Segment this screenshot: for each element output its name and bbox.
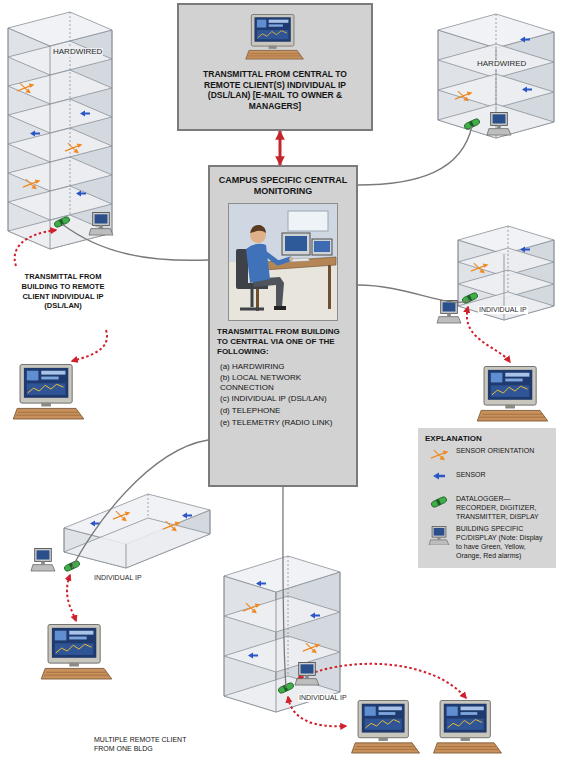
legend-text: DATALOGGER— RECORDER, DIGITIZER, TRANSMI… [456, 495, 548, 521]
box-text: TRANSMITTAL FROM CENTRAL TO REMOTE CLIEN… [187, 69, 363, 112]
building-label: HARDWIRED [52, 48, 103, 57]
list-item: (c) INDIVIDUAL IP (DSL/LAN) [217, 394, 349, 404]
label-holder: TRANSMITTAL FROM BUILDING TO REMOTE CLIE… [12, 272, 114, 311]
building-label: INDIVIDUAL IP [93, 574, 143, 582]
legend-symbol [433, 473, 445, 480]
legend-sample [425, 495, 453, 515]
legend-symbol [430, 496, 447, 508]
building-outline: HARDWIRED [4, 8, 116, 224]
building-outline: INDIVIDUAL IP [456, 222, 556, 300]
legend-sample [425, 525, 453, 545]
building-outline: HARDWIRED [436, 8, 556, 126]
process-box: TRANSMITTAL FROM CENTRAL TO REMOTE CLIEN… [177, 3, 373, 131]
operator-picture [228, 203, 338, 321]
legend-row: BUILDING SPECIFIC PC/DISPLAY (Note: Disp… [425, 525, 550, 560]
datalogger-symbol [53, 118, 480, 694]
connector-line [72, 440, 208, 568]
building-label: INDIVIDUAL IP [478, 306, 528, 314]
list-item: (e) TELEMETRY (RADIO LINK) [217, 418, 349, 428]
legend-text: BUILDING SPECIFIC PC/DISPLAY (Note: Disp… [456, 525, 548, 560]
legend-row: SENSOR [425, 471, 550, 491]
legend-symbol [429, 527, 449, 546]
legend-title: EXPLANATION [425, 434, 550, 443]
connector-line [62, 224, 208, 260]
callout-text: TRANSMITTAL FROM BUILDING TO REMOTE CLIE… [12, 272, 114, 311]
legend-text: SENSOR [456, 471, 548, 480]
label-holder: MULTIPLE REMOTE CLIENT FROM ONE BLDG [94, 736, 206, 754]
box-title: CAMPUS SPECIFIC CENTRAL MONITORING [217, 175, 349, 197]
legend-sample [425, 471, 453, 491]
legend-text: SENSOR ORIENTATION [456, 447, 548, 456]
building-label: HARDWIRED [476, 60, 527, 69]
legend-box: EXPLANATION SENSOR ORIENTATION SENSOR DATAL… [418, 428, 556, 568]
box-heading: TRANSMITTAL FROM BUILDING TO CENTRAL VIA… [217, 327, 349, 357]
connector-line [358, 126, 472, 185]
building-pc-symbol [31, 112, 511, 685]
note-text: MULTIPLE REMOTE CLIENT FROM ONE BLDG [94, 736, 206, 754]
list-item: (a) HARDWIRING [217, 362, 349, 372]
building-label: INDIVIDUAL IP [298, 694, 348, 702]
legend-row: DATALOGGER— RECORDER, DIGITIZER, TRANSMI… [425, 495, 550, 521]
double-arrow [279, 131, 282, 165]
building-outline: INDIVIDUAL IP [222, 552, 344, 688]
building-outline: INDIVIDUAL IP [28, 492, 214, 568]
legend-row: SENSOR ORIENTATION [425, 447, 550, 467]
connector-line [358, 285, 470, 302]
legend-sample [425, 447, 453, 467]
list-item: (d) TELEPHONE [217, 406, 349, 416]
connector-line [283, 487, 286, 688]
list-item: (b) LOCAL NETWORK CONNECTION [217, 373, 349, 392]
legend-symbol [431, 450, 449, 460]
central-box: CAMPUS SPECIFIC CENTRAL MONITORING TRANSM… [208, 165, 358, 487]
pc-picture [245, 9, 305, 65]
